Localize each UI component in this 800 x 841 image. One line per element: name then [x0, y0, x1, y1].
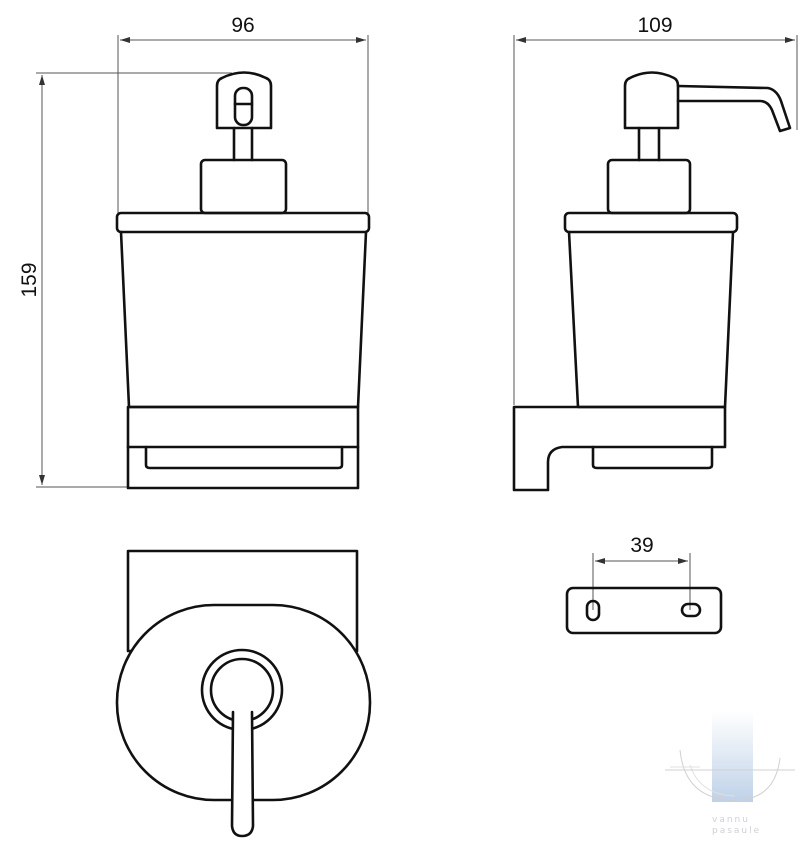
mount-hole-right [680, 602, 702, 618]
lid [115, 211, 371, 234]
pump-stem-side [637, 126, 661, 162]
width-dimension-label: 96 [231, 14, 254, 37]
watermark-line2: pasaule [712, 826, 761, 836]
hole-spacing-label: 39 [630, 534, 653, 557]
watermark-line1: vannu [712, 815, 750, 825]
watermark-logo: vannu pasaule [665, 712, 795, 836]
holder-bowl [144, 445, 344, 470]
pump-stem [232, 126, 254, 162]
pump-collar [199, 158, 288, 215]
mount-plate [565, 586, 723, 635]
side-view: 109 [512, 14, 798, 492]
mount-plate-view: 39 [565, 534, 723, 635]
glass-container [119, 230, 368, 409]
mount-hole-left [585, 599, 601, 622]
height-dimension-label: 159 [18, 262, 41, 297]
holder-bowl-side [591, 445, 714, 470]
pump-nozzle [233, 86, 254, 127]
pump-collar-side [606, 158, 692, 215]
lever [230, 710, 255, 838]
lid-side [563, 211, 739, 234]
wall-bracket [512, 405, 727, 492]
pump-head [215, 71, 273, 130]
pump-head-side [623, 71, 680, 130]
glass-container-side [567, 230, 735, 409]
top-view [115, 549, 372, 838]
pump-spout [676, 84, 792, 133]
front-view: 96 159 [18, 14, 371, 490]
depth-dimension-label: 109 [637, 14, 672, 37]
